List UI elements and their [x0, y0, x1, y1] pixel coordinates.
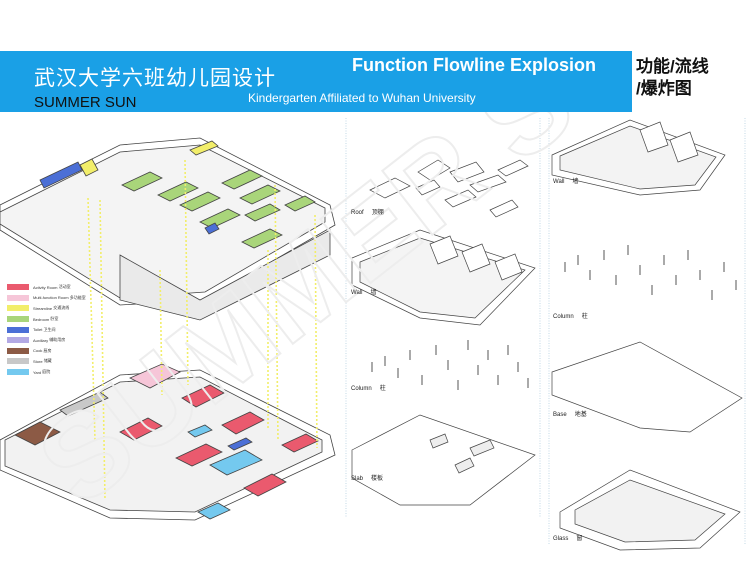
middle-frame — [345, 118, 541, 518]
layer-label-column: Column 柱 — [351, 383, 386, 392]
legend-swatch — [7, 369, 29, 376]
legend-label: Toilet — [33, 327, 43, 333]
right-frame — [548, 118, 746, 545]
legend-label: Auxiliary — [33, 337, 49, 343]
legend-item: Cook 厨房 — [7, 346, 86, 357]
legend-swatch — [7, 347, 29, 354]
layer-label-en: Wall — [351, 290, 363, 296]
layer-label-glass: Glass 窗 — [553, 533, 582, 542]
legend-swatch — [7, 326, 29, 333]
legend-label: Bedroom — [33, 316, 50, 322]
wall-layer-middle — [351, 229, 536, 326]
streamline-dashes — [87, 159, 318, 501]
layer-label-column-right: Column 柱 — [553, 311, 588, 320]
legend-item: Streamline 交通流线 — [7, 303, 86, 314]
legend-item: Auxiliary 辅助用房 — [7, 335, 86, 346]
title-banner — [0, 51, 632, 112]
layer-label-cn: 地基 — [574, 412, 587, 418]
layer-label-wall-right: Wall 墙 — [553, 176, 578, 185]
section-label-cn: 功能/流线 /爆炸图 — [636, 56, 709, 100]
legend-label-cn: 厨房 — [43, 347, 52, 353]
legend-label-cn: 辅助用房 — [49, 337, 66, 343]
layer-label-en: Glass — [553, 536, 569, 542]
legend-item: Activity Room 活动室 — [7, 282, 86, 293]
legend-label-cn: 活动室 — [58, 284, 71, 290]
column-layer-middle — [371, 340, 529, 390]
legend-label: Streamline — [33, 305, 53, 311]
legend-label-cn: 交通流线 — [53, 305, 70, 311]
slab-layer — [351, 414, 536, 506]
legend-swatch — [7, 284, 29, 291]
legend-item: Multi-function Room 多功能室 — [7, 293, 86, 304]
legend-label-cn: 庭院 — [42, 369, 51, 375]
legend-label-cn: 储藏 — [43, 358, 52, 364]
column-layer-right — [564, 245, 737, 300]
layer-label-cn: 楼板 — [371, 476, 384, 482]
upper-floor-plan — [0, 137, 336, 321]
layer-label-cn: 柱 — [581, 314, 588, 320]
layer-label-cn: 柱 — [379, 386, 386, 392]
layer-label-en: Column — [351, 386, 372, 392]
legend-label: Multi-function Room — [33, 295, 69, 301]
layer-label-cn: 窗 — [576, 536, 583, 542]
section-label-line1: 功能/流线 — [636, 57, 709, 76]
title-chinese: 武汉大学六班幼儿园设计 — [34, 67, 276, 90]
layer-label-en: Slab — [351, 476, 364, 482]
function-legend: Activity Room 活动室 Multi-function Room 多功… — [7, 282, 86, 377]
layer-label-en: Roof — [351, 210, 364, 216]
layer-label-slab: Slab 楼板 — [351, 473, 383, 482]
layer-label-en: Wall — [553, 179, 565, 185]
section-label-line2: /爆炸图 — [636, 79, 692, 98]
legend-swatch — [7, 294, 29, 301]
layer-label-en: Base — [553, 412, 567, 418]
legend-swatch — [7, 305, 29, 312]
layer-label-base: Base 地基 — [553, 409, 587, 418]
glass-layer — [559, 469, 741, 551]
legend-label-cn: 卫生间 — [43, 326, 56, 332]
legend-item: Yard 庭院 — [7, 367, 86, 378]
base-layer — [551, 341, 743, 433]
legend-label: Cook — [33, 348, 43, 354]
legend-swatch — [7, 358, 29, 365]
legend-item: Store 储藏 — [7, 356, 86, 367]
legend-label-cn: 多功能室 — [69, 294, 86, 300]
layer-label-wall: Wall 墙 — [351, 287, 376, 296]
page-heading: Function Flowline Explosion — [352, 55, 596, 75]
layer-label-cn: 墙 — [572, 179, 579, 185]
legend-label: Store — [33, 358, 43, 364]
legend-label-cn: 卧室 — [50, 316, 59, 322]
legend-item: Bedroom 卧室 — [7, 314, 86, 325]
layer-label-en: Column — [553, 314, 574, 320]
legend-label: Yard — [33, 369, 42, 375]
layer-label-roof: Roof 顶棚 — [351, 207, 384, 216]
layer-label-cn: 顶棚 — [371, 210, 384, 216]
wall-layer-right — [551, 119, 726, 196]
title-english: SUMMER SUN — [34, 94, 137, 111]
roof-layer — [369, 159, 529, 218]
legend-swatch — [7, 316, 29, 323]
page-subheading: Kindergarten Affiliated to Wuhan Univers… — [248, 91, 476, 105]
legend-label: Activity Room — [33, 284, 58, 290]
legend-swatch — [7, 337, 29, 344]
legend-item: Toilet 卫生间 — [7, 324, 86, 335]
layer-label-cn: 墙 — [370, 290, 377, 296]
ground-floor-plan — [0, 363, 336, 521]
